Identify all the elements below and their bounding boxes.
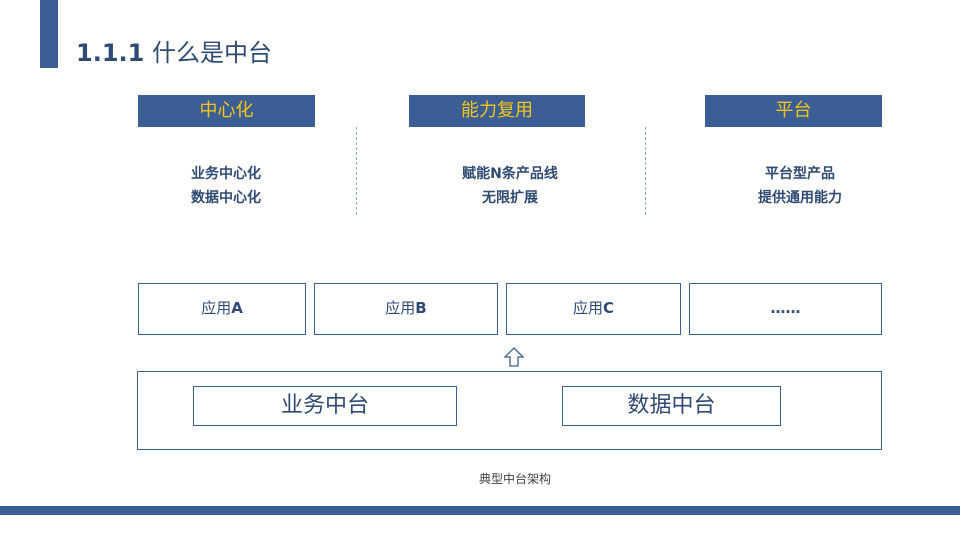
pillar-description-line: 提供通用能力 [758, 190, 842, 206]
app-box-more: …… [689, 283, 882, 335]
app-label-suffix: C [603, 299, 615, 317]
pillar-header-platform: 平台 [705, 95, 882, 127]
slide-title-text: 什么是中台 [144, 39, 272, 67]
slide-title-number: 1.1.1 [76, 39, 145, 67]
pillar-description-platform: 平台型产品 提供通用能力 [700, 162, 900, 210]
pillar-divider [645, 127, 646, 215]
pillar-header-centralization: 中心化 [138, 95, 315, 127]
pillar-divider [356, 127, 357, 215]
pillar-description-capability-reuse: 赋能N条产品线 无限扩展 [410, 162, 610, 210]
app-label-suffix: B [415, 299, 427, 317]
app-label-suffix: …… [770, 299, 801, 317]
data-middle-platform-box: 数据中台 [562, 386, 781, 426]
app-box-a: 应用A [138, 283, 306, 335]
pillar-description-line: 平台型产品 [765, 166, 835, 182]
app-label-suffix: A [231, 299, 243, 317]
app-label-prefix: 应用 [201, 299, 232, 317]
title-accent-bar [40, 0, 58, 68]
figure-caption: 典型中台架构 [478, 472, 551, 486]
pillar-description-centralization: 业务中心化 数据中心化 [126, 162, 326, 210]
up-arrow-icon [503, 347, 525, 367]
footer-bar [0, 506, 960, 515]
app-box-b: 应用B [314, 283, 498, 335]
pillar-header-capability-reuse: 能力复用 [409, 95, 585, 127]
slide-title: 1.1.1 什么是中台 [76, 36, 272, 70]
pillar-description-line: 数据中心化 [191, 190, 261, 206]
app-box-c: 应用C [506, 283, 681, 335]
middle-platform-container [137, 371, 882, 450]
pillar-description-line: 赋能N条产品线 [462, 166, 558, 182]
pillar-description-line: 业务中心化 [191, 166, 261, 182]
app-label-prefix: 应用 [572, 299, 603, 317]
app-label-prefix: 应用 [385, 299, 416, 317]
business-middle-platform-box: 业务中台 [193, 386, 457, 426]
pillar-description-line: 无限扩展 [482, 190, 538, 206]
